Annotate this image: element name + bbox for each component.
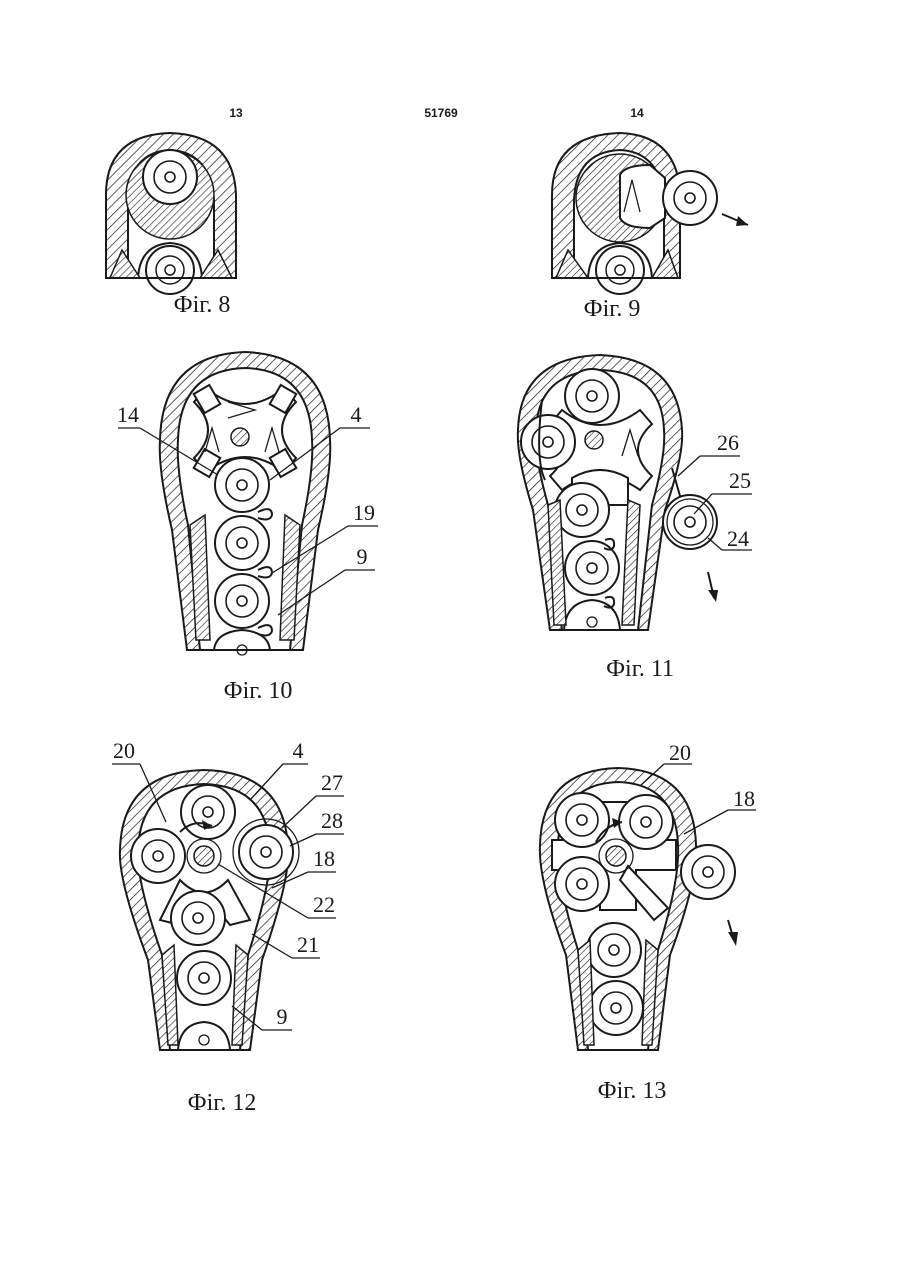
capsule-roller <box>681 845 735 899</box>
capsule-roller <box>143 150 197 204</box>
figure-8-caption: Фіг. 8 <box>174 292 231 318</box>
capsule-roller <box>555 483 609 537</box>
figure-11: 26 25 24 Фіг. 11 <box>518 355 752 682</box>
capsule-roller <box>587 923 641 977</box>
capsule-roller <box>215 574 269 628</box>
label-18: 18 <box>733 786 755 811</box>
figure-10-caption: Фіг. 10 <box>224 678 293 704</box>
label-20: 20 <box>669 740 691 765</box>
label-14: 14 <box>117 402 139 427</box>
capsule-roller <box>521 415 575 469</box>
capsule-roller <box>239 825 293 879</box>
capsule-roller <box>565 369 619 423</box>
capsule-roller <box>596 246 644 294</box>
capsule-roller <box>177 951 231 1005</box>
capsule-roller <box>619 795 673 849</box>
label-9: 9 <box>277 1004 288 1029</box>
capsule-roller <box>555 857 609 911</box>
label-22: 22 <box>313 892 335 917</box>
capsule-roller <box>131 829 185 883</box>
figure-13-caption: Фіг. 13 <box>598 1078 667 1104</box>
figure-10: 14 4 19 9 Фіг. 10 <box>117 352 378 704</box>
capsule-roller <box>663 495 717 549</box>
label-9: 9 <box>357 544 368 569</box>
label-24: 24 <box>727 526 749 551</box>
figure-12-caption: Фіг. 12 <box>188 1090 257 1116</box>
label-4: 4 <box>351 402 362 427</box>
label-21: 21 <box>297 932 319 957</box>
label-20: 20 <box>113 738 135 763</box>
figure-9: Фіг. 9 <box>552 133 748 322</box>
figure-13: 20 18 Фіг. 13 <box>540 740 756 1104</box>
figure-8: Фіг. 8 <box>106 133 236 318</box>
label-25: 25 <box>729 468 751 493</box>
capsule-roller <box>181 785 235 839</box>
capsule-roller <box>555 793 609 847</box>
label-4: 4 <box>293 738 304 763</box>
capsule-roller <box>171 891 225 945</box>
capsule-roller <box>146 246 194 294</box>
label-27: 27 <box>321 770 343 795</box>
capsule-roller <box>215 458 269 512</box>
label-19: 19 <box>353 500 375 525</box>
capsule-roller <box>589 981 643 1035</box>
capsule-roller <box>663 171 717 225</box>
label-28: 28 <box>321 808 343 833</box>
label-26: 26 <box>717 430 739 455</box>
figure-9-caption: Фіг. 9 <box>584 296 641 322</box>
figure-11-caption: Фіг. 11 <box>606 656 674 682</box>
capsule-roller <box>215 516 269 570</box>
figure-12: 20 4 27 28 18 22 21 9 Фіг. 12 <box>112 738 344 1116</box>
label-18: 18 <box>313 846 335 871</box>
